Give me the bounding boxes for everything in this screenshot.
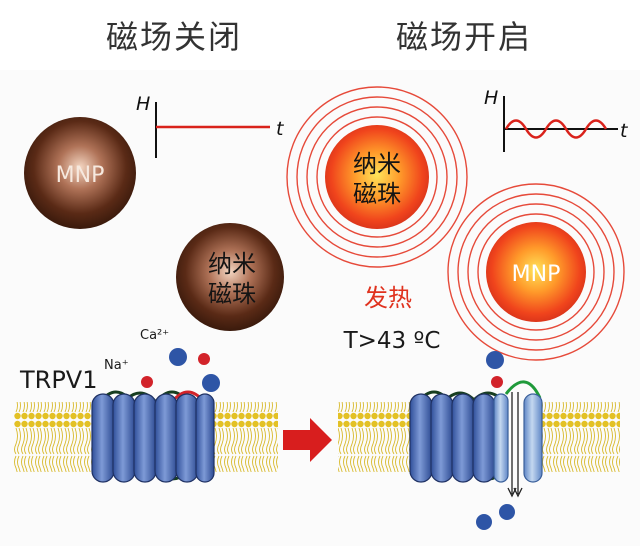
transition-arrow [283,418,332,462]
heat-rings-mnp [447,183,625,361]
graph-on-x-label: t [620,120,629,142]
trpv1-channel-open [409,393,496,483]
title-field-on: 磁场开启 [396,18,533,56]
graph-field-on: H t [484,87,629,152]
channel-gate-loop-open [504,380,542,399]
nano-bead-hot-particle: 纳米 磁珠 [286,86,468,268]
title-field-off: 磁场关闭 [106,18,243,56]
lipid-bilayer-right-b [540,402,620,472]
ion-na-label: Na⁺ [104,358,129,373]
graph-on-sine-wave [504,119,608,139]
ion-flow-arrows [507,392,523,498]
ion-na-red [141,376,153,388]
trpv1-channel-closed [91,393,215,483]
ion-na-red [491,376,503,388]
mnp-hot-label: MNP [512,262,561,287]
membrane-right [338,351,620,530]
ion-ca-blue [202,374,220,392]
nano-bead-cold-particle: 纳米 磁珠 [176,223,284,331]
ion-ca-blue [476,514,492,530]
graph-off-y-label: H [136,93,150,115]
ion-ca-blue [486,351,504,369]
membrane-left [14,348,278,483]
trpv1-channel-open-gate [493,393,543,483]
mnp-cold-particle: MNP [24,117,136,229]
heat-rings-nano [286,86,468,268]
ion-na-red [198,353,210,365]
lipid-bilayer-right-a [338,402,418,472]
trpv1-label: TRPV1 [19,366,98,394]
ion-ca-blue [499,504,515,520]
graph-on-y-label: H [484,87,498,109]
nano-bead-hot-line2: 磁珠 [353,180,401,208]
nano-bead-cold-line1: 纳米 [208,250,256,278]
graph-field-off: H t [136,93,285,158]
mnp-hot-particle: MNP [447,183,625,361]
temperature-label: T>43 ºC [343,328,441,354]
ion-ca-label: Ca²⁺ [140,328,169,343]
graph-off-x-label: t [276,118,285,140]
mnp-cold-label: MNP [56,163,105,188]
ion-ca-blue [169,348,187,366]
heat-label: 发热 [364,284,412,312]
nano-bead-cold-line2: 磁珠 [208,280,256,308]
nano-bead-hot-line1: 纳米 [353,150,401,178]
